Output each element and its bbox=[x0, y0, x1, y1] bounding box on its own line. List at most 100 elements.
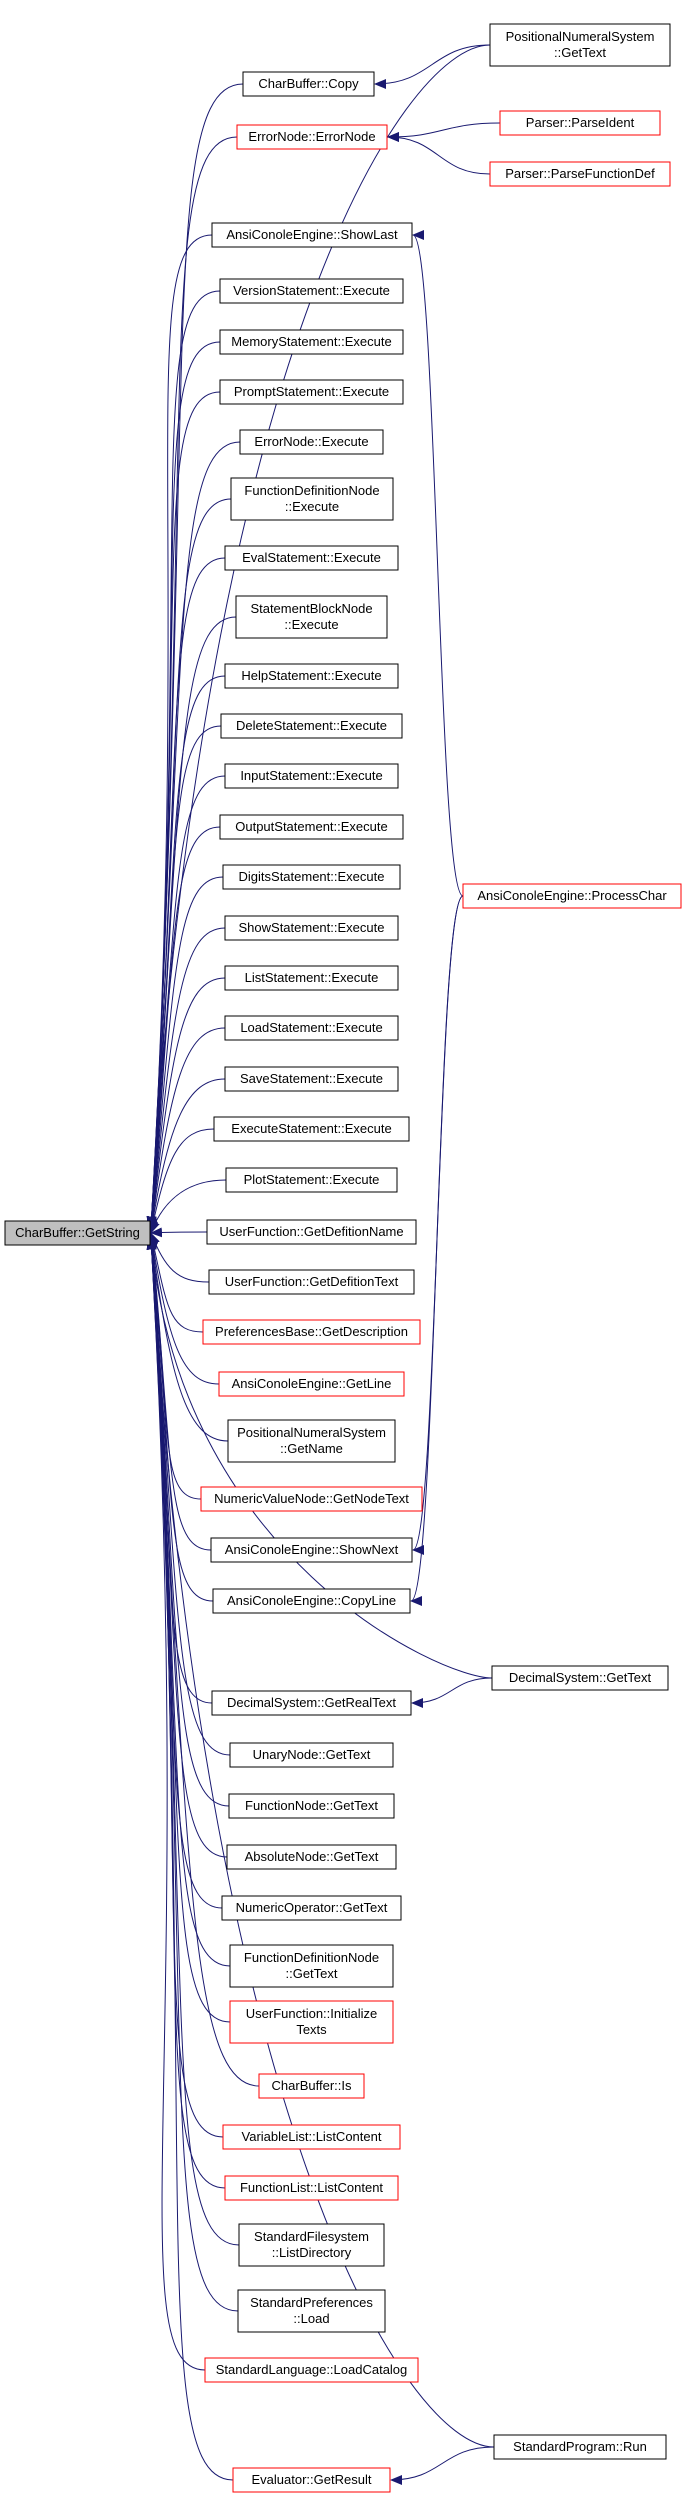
node-label: ::Execute bbox=[285, 499, 339, 514]
node-output[interactable]: OutputStatement::Execute bbox=[219, 814, 404, 840]
node-ufdefname[interactable]: UserFunction::GetDefitionName bbox=[206, 1219, 417, 1245]
node-input[interactable]: InputStatement::Execute bbox=[224, 763, 399, 789]
node-box bbox=[236, 124, 388, 150]
node-load[interactable]: LoadStatement::Execute bbox=[224, 1015, 399, 1041]
node-box bbox=[224, 1066, 399, 1092]
node-box bbox=[237, 2289, 386, 2333]
node-nvnnode[interactable]: NumericValueNode::GetNodeText bbox=[200, 1486, 423, 1512]
node-execute[interactable]: ExecuteStatement::Execute bbox=[213, 1116, 410, 1142]
edge-dstext-to-root bbox=[146, 1234, 493, 1679]
node-box bbox=[224, 545, 399, 571]
node-box bbox=[230, 477, 394, 521]
node-box bbox=[211, 1690, 412, 1716]
node-parsefunc[interactable]: Parser::ParseFunctionDef bbox=[489, 161, 671, 187]
node-fdntext[interactable]: FunctionDefinitionNode::GetText bbox=[229, 1944, 394, 1988]
node-shownext[interactable]: AnsiConoleEngine::ShowNext bbox=[210, 1537, 413, 1563]
node-label: HelpStatement::Execute bbox=[241, 668, 381, 683]
node-box bbox=[227, 1419, 396, 1463]
node-copyline[interactable]: AnsiConoleEngine::CopyLine bbox=[212, 1588, 411, 1614]
node-label: StandardPreferences bbox=[250, 2295, 373, 2310]
node-getline[interactable]: AnsiConoleEngine::GetLine bbox=[218, 1371, 405, 1397]
node-save[interactable]: SaveStatement::Execute bbox=[224, 1066, 399, 1092]
node-varlist[interactable]: VariableList::ListContent bbox=[222, 2124, 401, 2150]
node-label: FunctionNode::GetText bbox=[245, 1798, 378, 1813]
edge-parseident-to-errnode bbox=[387, 122, 501, 142]
node-cbis[interactable]: CharBuffer::Is bbox=[258, 2073, 365, 2099]
node-version[interactable]: VersionStatement::Execute bbox=[219, 278, 404, 304]
node-label: DecimalSystem::GetRealText bbox=[227, 1695, 396, 1710]
node-errnode[interactable]: ErrorNode::ErrorNode bbox=[236, 124, 388, 150]
node-eval[interactable]: EvalStatement::Execute bbox=[224, 545, 399, 571]
node-dstext[interactable]: DecimalSystem::GetText bbox=[491, 1665, 669, 1691]
node-list[interactable]: ListStatement::Execute bbox=[224, 965, 399, 991]
node-label: UserFunction::GetDefitionName bbox=[219, 1224, 403, 1239]
node-label: EvalStatement::Execute bbox=[242, 550, 381, 565]
node-funclist[interactable]: FunctionList::ListContent bbox=[224, 2175, 399, 2201]
node-label: CharBuffer::GetString bbox=[15, 1225, 140, 1240]
node-box bbox=[224, 2175, 399, 2201]
node-stdfs[interactable]: StandardFilesystem::ListDirectory bbox=[238, 2223, 385, 2267]
node-sbnexec[interactable]: StatementBlockNode::Execute bbox=[235, 595, 388, 639]
node-numop[interactable]: NumericOperator::GetText bbox=[221, 1895, 402, 1921]
node-funcnode[interactable]: FunctionNode::GetText bbox=[228, 1793, 395, 1819]
node-box bbox=[491, 1665, 669, 1691]
node-box bbox=[204, 2357, 419, 2383]
node-memory[interactable]: MemoryStatement::Execute bbox=[219, 329, 404, 355]
node-label: UserFunction::Initialize bbox=[246, 2006, 378, 2021]
edge-help-to-root bbox=[146, 675, 226, 1231]
node-box bbox=[489, 23, 671, 67]
node-box bbox=[202, 1319, 421, 1345]
node-label: FunctionList::ListContent bbox=[240, 2180, 383, 2195]
node-stdlang[interactable]: StandardLanguage::LoadCatalog bbox=[204, 2357, 419, 2383]
node-label: StatementBlockNode bbox=[250, 601, 372, 616]
node-ufdeftext[interactable]: UserFunction::GetDefitionText bbox=[208, 1269, 415, 1295]
node-label: ::GetName bbox=[280, 1441, 343, 1456]
edge-stdprefs-to-root bbox=[146, 1237, 239, 2312]
node-fdnexec[interactable]: FunctionDefinitionNode::Execute bbox=[230, 477, 394, 521]
node-prompt[interactable]: PromptStatement::Execute bbox=[219, 379, 404, 405]
node-pnsname[interactable]: PositionalNumeralSystem::GetName bbox=[227, 1419, 396, 1463]
node-absnode[interactable]: AbsoluteNode::GetText bbox=[226, 1844, 397, 1870]
node-box bbox=[229, 1944, 394, 1988]
edge-getline-to-root bbox=[147, 1232, 220, 1385]
edge-cbis-to-root bbox=[146, 1236, 260, 2087]
node-box bbox=[499, 110, 661, 136]
node-label: OutputStatement::Execute bbox=[235, 819, 387, 834]
node-label: ErrorNode::Execute bbox=[254, 434, 368, 449]
edge-copyline-to-root bbox=[147, 1234, 214, 1602]
node-dsreal[interactable]: DecimalSystem::GetRealText bbox=[211, 1690, 412, 1716]
node-box bbox=[225, 1167, 398, 1193]
edge-eval-to-root bbox=[146, 557, 226, 1231]
node-box bbox=[242, 71, 375, 97]
node-box bbox=[211, 222, 413, 248]
edge-stdrun-to-root bbox=[146, 1237, 495, 2448]
node-showlast[interactable]: AnsiConoleEngine::ShowLast bbox=[211, 222, 413, 248]
node-processchar[interactable]: AnsiConoleEngine::ProcessChar bbox=[462, 883, 682, 909]
node-plot[interactable]: PlotStatement::Execute bbox=[225, 1167, 398, 1193]
node-root: CharBuffer::GetString bbox=[4, 1220, 151, 1246]
node-box bbox=[239, 429, 384, 455]
node-stdrun[interactable]: StandardProgram::Run bbox=[493, 2434, 667, 2460]
node-unary[interactable]: UnaryNode::GetText bbox=[229, 1742, 394, 1768]
node-box bbox=[228, 1793, 395, 1819]
node-parseident[interactable]: Parser::ParseIdent bbox=[499, 110, 661, 136]
node-delete[interactable]: DeleteStatement::Execute bbox=[220, 713, 403, 739]
node-digits[interactable]: DigitsStatement::Execute bbox=[222, 864, 401, 890]
node-box bbox=[489, 161, 671, 187]
edge-save-to-root bbox=[147, 1078, 226, 1234]
edge-stdlang-to-root bbox=[146, 1237, 206, 2371]
node-copy[interactable]: CharBuffer::Copy bbox=[242, 71, 375, 97]
node-errexec[interactable]: ErrorNode::Execute bbox=[239, 429, 384, 455]
edge-parsefunc-to-errnode bbox=[387, 132, 491, 175]
node-help[interactable]: HelpStatement::Execute bbox=[224, 663, 399, 689]
node-show[interactable]: ShowStatement::Execute bbox=[224, 915, 399, 941]
node-box bbox=[213, 1116, 410, 1142]
node-box bbox=[219, 814, 404, 840]
node-evalres[interactable]: Evaluator::GetResult bbox=[232, 2467, 391, 2493]
node-pnstext[interactable]: PositionalNumeralSystem::GetText bbox=[489, 23, 671, 67]
edge-pnstext-to-copy bbox=[374, 44, 491, 89]
node-box bbox=[200, 1486, 423, 1512]
node-stdprefs[interactable]: StandardPreferences::Load bbox=[237, 2289, 386, 2333]
node-prefdesc[interactable]: PreferencesBase::GetDescription bbox=[202, 1319, 421, 1345]
